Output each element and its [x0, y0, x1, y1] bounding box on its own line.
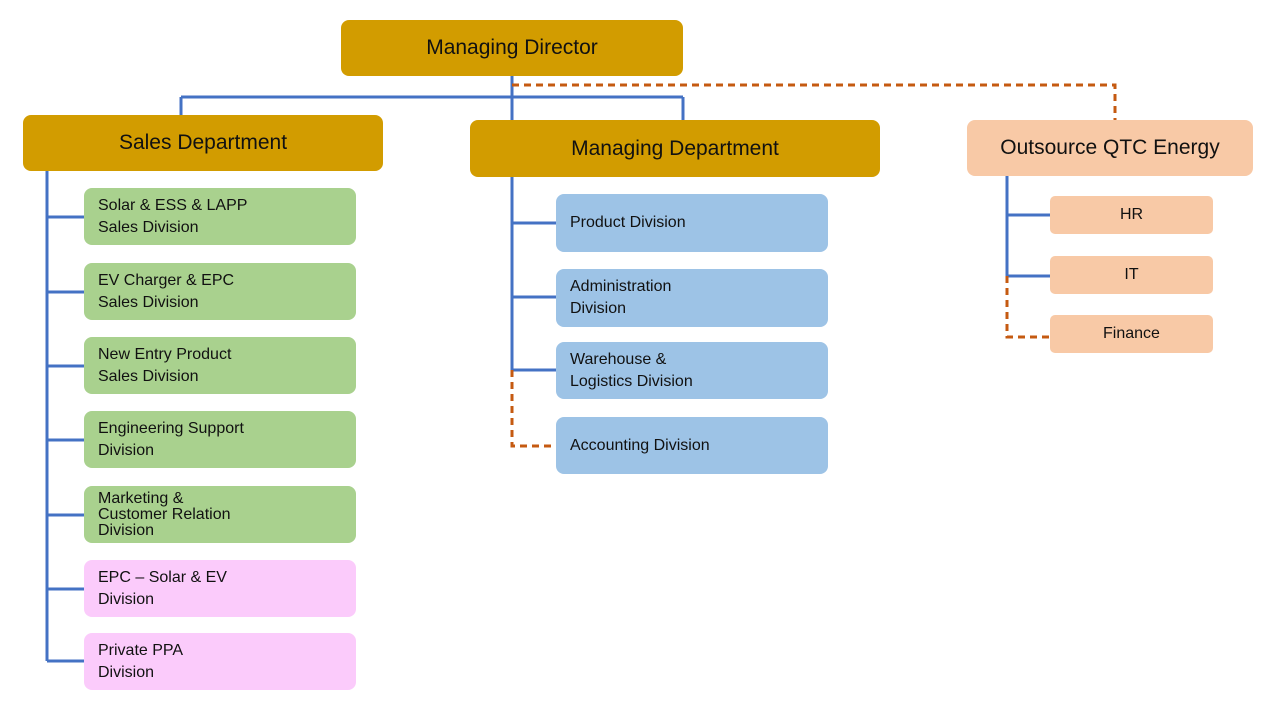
dashed-connector-finance — [1005, 276, 1050, 339]
epc-division-label: EPC – Solar & EV Division — [98, 568, 227, 608]
ppa-division-box: Private PPA Division — [84, 633, 356, 690]
sales-department-box: Sales Department — [23, 115, 383, 171]
sales-division-label: Marketing & Customer Relation Division — [98, 489, 231, 539]
sales-division-label: Solar & ESS & LAPP Sales Division — [98, 196, 248, 236]
dashed-connector-accounting — [510, 370, 556, 448]
managing-department-label: Managing Department — [571, 136, 779, 160]
sales-division-box: Engineering Support Division — [84, 411, 356, 468]
outsource-label: Outsource QTC Energy — [1000, 136, 1220, 159]
outsource-unit-label: Finance — [1103, 325, 1160, 342]
outsource-box: Outsource QTC Energy — [967, 120, 1253, 176]
sales-division-box: EV Charger & EPC Sales Division — [84, 263, 356, 320]
sales-division-label: Engineering Support Division — [98, 419, 244, 459]
managing-division-label: Administration Division — [570, 278, 672, 317]
managing-division-label: Product Division — [570, 214, 686, 231]
sales-department-label: Sales Department — [118, 131, 288, 154]
dashed-connector-outsource — [512, 83, 1117, 120]
outsource-unit-box: IT — [1050, 256, 1213, 294]
outsource-unit-box: Finance — [1050, 315, 1213, 353]
managing-division-box: Administration Division — [556, 269, 828, 327]
ppa-division-label: Private PPA Division — [98, 641, 184, 681]
managing-department-box: Managing Department — [470, 120, 880, 177]
sales-division-box: Marketing & Customer Relation Division — [84, 486, 356, 543]
managing-division-box: Product Division — [556, 194, 828, 252]
managing-division-label: Accounting Division — [570, 436, 710, 454]
outsource-unit-label: IT — [1124, 266, 1139, 283]
managing-division-box: Warehouse & Logistics Division — [556, 342, 828, 399]
epc-division-box: EPC – Solar & EV Division — [84, 560, 356, 617]
sales-division-box: New Entry Product Sales Division — [84, 337, 356, 394]
managing-director-label: Managing Director — [426, 36, 598, 59]
outsource-unit-box: HR — [1050, 196, 1213, 234]
managing-director-box: Managing Director — [341, 20, 683, 76]
sales-division-box: Solar & ESS & LAPP Sales Division — [84, 188, 356, 245]
sales-division-label: New Entry Product Sales Division — [98, 345, 232, 385]
managing-division-label: Warehouse & Logistics Division — [570, 350, 693, 390]
sales-division-label: EV Charger & EPC Sales Division — [98, 271, 235, 311]
managing-division-box: Accounting Division — [556, 417, 828, 474]
outsource-unit-label: HR — [1119, 206, 1144, 223]
